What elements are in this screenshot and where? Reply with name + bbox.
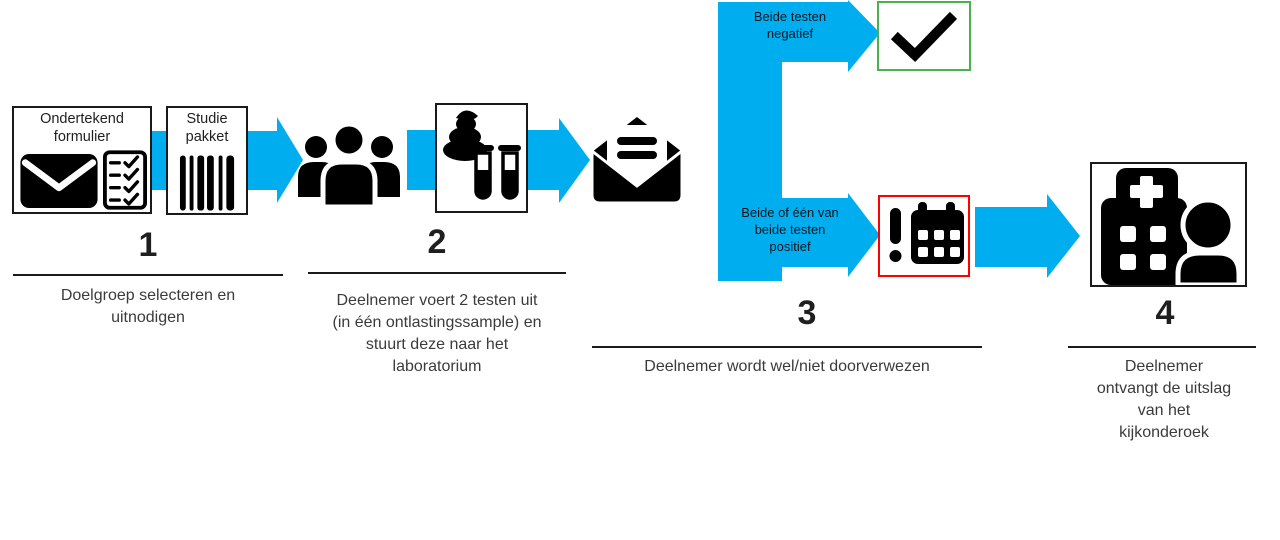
step-3-underline (592, 346, 982, 348)
signed-form-label: Ondertekend formulier (40, 111, 124, 145)
stool-sample-icon (443, 110, 521, 200)
hospital-icon (1101, 168, 1187, 285)
positive-branch-label: Beide of één van beide testen positief (741, 205, 839, 254)
person-icon (1175, 197, 1242, 285)
step-1-underline (13, 274, 283, 276)
negative-branch-label: Beide testen negatief (753, 9, 827, 41)
envelope-open-icon (590, 117, 684, 205)
step-2-caption: Deelnemer voert 2 testen uit (in één ont… (332, 292, 542, 376)
step-3-caption: Deelnemer wordt wel/niet doorverwezen (644, 358, 930, 375)
hospital-box (1090, 162, 1247, 287)
checkmark-icon (890, 11, 958, 62)
study-packet-box: Studie pakket (166, 106, 248, 215)
step-4-number: 4 (1155, 294, 1175, 332)
barcode-icon (179, 155, 235, 211)
exclamation-icon (890, 208, 901, 244)
arrow-positive-branch (718, 193, 880, 277)
step-2-underline (308, 272, 566, 274)
arrow-negative-branch (718, 0, 880, 72)
test-tubes-icon (471, 145, 521, 200)
stool-sample-box (435, 103, 528, 213)
positive-result-box (878, 195, 970, 277)
negative-result-box (877, 1, 971, 71)
envelope-icon (20, 154, 98, 208)
step-4-underline (1068, 346, 1256, 348)
step-1-caption: Doelgroep selecteren en uitnodigen (60, 287, 236, 327)
alert-calendar-icon (889, 202, 964, 264)
checklist-icon (103, 150, 147, 210)
step-1-number: 1 (138, 226, 158, 264)
signed-form-box: Ondertekend formulier (12, 106, 152, 214)
branch-arrows (718, 0, 880, 281)
users-icon (298, 121, 400, 207)
arrow-positive-to-hospital (975, 194, 1080, 278)
study-packet-label: Studie pakket (185, 111, 229, 145)
step-4-caption: Deelnemer ontvangt de uitslag van het ki… (1096, 358, 1232, 442)
step-2-number: 2 (427, 223, 447, 261)
step-3-number: 3 (797, 294, 817, 332)
hospital-person-icon (1101, 168, 1242, 285)
